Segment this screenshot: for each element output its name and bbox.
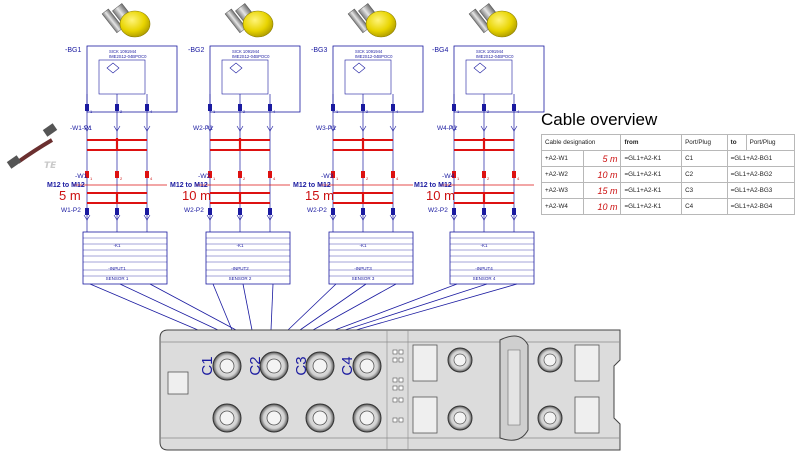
sensor-column [440, 3, 545, 285]
sensor-columns [6, 3, 545, 285]
cable-to: =GL1+A2-BG3 [726, 182, 796, 199]
connector-arrow-icon [236, 125, 244, 132]
connector-arrow-icon [113, 125, 121, 132]
cable-id: +A2-W1 [541, 150, 584, 167]
connector-arrow-icon [83, 125, 91, 132]
cable-port: C4 [681, 198, 728, 215]
table-row: +A2-W1 5 m =GL1+A2-K1 C1 =GL1+A2-BG1 [541, 150, 796, 167]
connector-arrow-icon [329, 125, 337, 132]
module-port-group [212, 351, 242, 433]
cable-to: =GL1+A2-BG1 [726, 150, 796, 167]
cable-length: 10 m [582, 166, 622, 183]
module-port-group [305, 351, 335, 433]
input-block [82, 231, 168, 285]
cable-to: =GL1+A2-BG2 [726, 166, 796, 183]
cable-from: =GL1+A2-K1 [620, 150, 683, 167]
connector-arrow-icon [450, 125, 458, 132]
col-cable-designation: Cable designation [540, 134, 622, 151]
connector-arrow-icon [113, 214, 121, 221]
cable-port: C2 [681, 166, 728, 183]
cable-from: =GL1+A2-K1 [620, 198, 683, 215]
cable-from: =GL1+A2-K1 [620, 166, 683, 183]
cable-length: 5 m [582, 150, 622, 167]
connector-arrow-icon [206, 214, 214, 221]
module-port-group [352, 351, 382, 433]
connector-arrow-icon [266, 125, 274, 132]
connector-arrow-icon [480, 214, 488, 221]
sensor-symbol-icon [352, 62, 366, 74]
proximity-sensor-icon [101, 3, 151, 38]
cable-length: 10 m [582, 198, 622, 215]
col-to: to [726, 134, 747, 151]
table-row: +A2-W4 10 m =GL1+A2-K1 C4 =GL1+A2-BG4 [541, 198, 796, 215]
connector-arrow-icon [329, 214, 337, 221]
proximity-sensor-icon [468, 3, 518, 38]
connector-arrow-icon [143, 125, 151, 132]
col-port-plug: Port/Plug [681, 134, 728, 151]
cable-overview-table: Cable designation from Port/Plug to Port… [540, 134, 796, 215]
table-row: +A2-W2 10 m =GL1+A2-K1 C2 =GL1+A2-BG2 [541, 166, 796, 183]
io-module [159, 329, 621, 451]
connector-arrow-icon [510, 214, 518, 221]
proximity-sensor-icon [347, 3, 397, 38]
sensor-column [196, 3, 301, 285]
module-port-group [259, 351, 289, 433]
connector-arrow-icon [359, 125, 367, 132]
input-to-port-lines [89, 283, 518, 331]
sensor-column [319, 3, 424, 285]
cable-from: =GL1+A2-K1 [620, 182, 683, 199]
connector-arrow-icon [83, 214, 91, 221]
connector-arrow-icon [450, 214, 458, 221]
input-block [449, 231, 535, 285]
sensor-column [73, 3, 178, 285]
cable-id: +A2-W3 [541, 182, 584, 199]
proximity-sensor-icon [224, 3, 274, 38]
connector-arrow-icon [389, 214, 397, 221]
connector-arrow-icon [480, 125, 488, 132]
cable-length: 15 m [582, 182, 622, 199]
connector-arrow-icon [359, 214, 367, 221]
connector-arrow-icon [266, 214, 274, 221]
cable-port: C3 [681, 182, 728, 199]
sensor-box [209, 45, 301, 113]
m12-cable-icon [6, 123, 58, 169]
connector-arrow-icon [143, 214, 151, 221]
connector-arrow-icon [389, 125, 397, 132]
cable-id: +A2-W2 [541, 166, 584, 183]
col-port-plug-2: Port/Plug [745, 134, 796, 151]
input-block [328, 231, 414, 285]
connector-arrow-icon [510, 125, 518, 132]
input-block [205, 231, 291, 285]
sensor-symbol-icon [229, 62, 243, 74]
cable-to: =GL1+A2-BG4 [726, 198, 796, 215]
table-row: +A2-W3 15 m =GL1+A2-K1 C3 =GL1+A2-BG3 [541, 182, 796, 199]
sensor-symbol-icon [106, 62, 120, 74]
table-header-row: Cable designation from Port/Plug to Port… [540, 134, 796, 151]
cable-id: +A2-W4 [541, 198, 584, 215]
sensor-box [86, 45, 178, 113]
sensor-symbol-icon [473, 62, 487, 74]
col-from: from [620, 134, 683, 151]
connector-arrow-icon [206, 125, 214, 132]
connector-arrow-icon [236, 214, 244, 221]
sensor-box [453, 45, 545, 113]
sensor-box [332, 45, 424, 113]
module-ports [212, 347, 563, 433]
cable-overview-title: Cable overview [541, 110, 658, 129]
cable-port: C1 [681, 150, 728, 167]
